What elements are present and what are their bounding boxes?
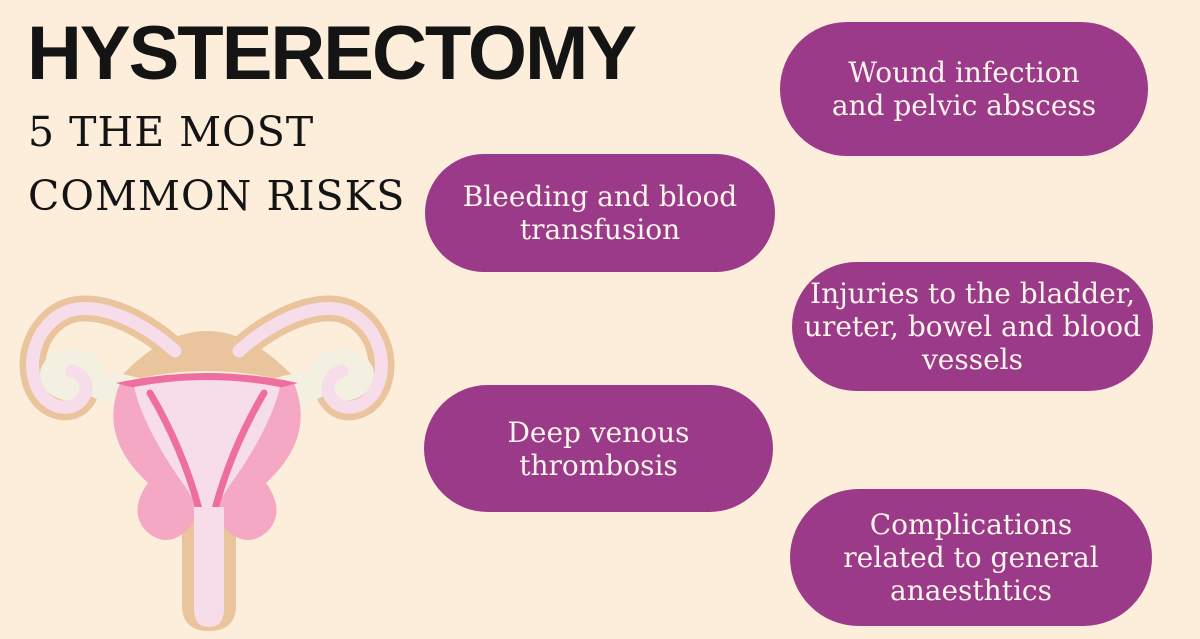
- risk-pill-line: Injuries to the bladder,: [810, 277, 1135, 310]
- risk-pill-line: anaesthtics: [890, 574, 1052, 607]
- risk-pill-line: vessels: [921, 343, 1024, 376]
- risk-pill-line: Wound infection: [848, 56, 1080, 89]
- risk-pill-bleeding: Bleeding and blood transfusion: [425, 154, 775, 272]
- cervical-canal-inner: [194, 507, 224, 627]
- uterus-illustration: [0, 279, 414, 631]
- risk-pill-wound-infection: Wound infection and pelvic abscess: [780, 22, 1148, 156]
- risk-pill-line: related to general: [843, 541, 1099, 574]
- uterine-cavity: [134, 380, 280, 517]
- subtitle-line-1: 5 THE MOST: [28, 108, 315, 156]
- page-title: HYSTERECTOMY: [27, 11, 637, 96]
- risk-pill-thrombosis: Deep venous thrombosis: [424, 385, 773, 512]
- risk-pill-anaesthetics: Complications related to general anaesth…: [790, 489, 1152, 626]
- risk-pill-line: ureter, bowel and blood: [803, 310, 1142, 343]
- risk-pill-line: thrombosis: [519, 448, 678, 482]
- risk-pill-line: and pelvic abscess: [831, 89, 1097, 122]
- risk-pill-line: Complications: [869, 508, 1073, 541]
- risk-pill-injuries: Injuries to the bladder, ureter, bowel a…: [792, 262, 1153, 391]
- risk-pill-line: transfusion: [519, 213, 681, 246]
- risk-pill-line: Bleeding and blood: [462, 180, 738, 213]
- subtitle-line-2: COMMON RISKS: [28, 172, 406, 220]
- page-subtitle: 5 THE MOST COMMON RISKS: [28, 100, 405, 228]
- risk-pill-line: Deep venous: [507, 415, 690, 449]
